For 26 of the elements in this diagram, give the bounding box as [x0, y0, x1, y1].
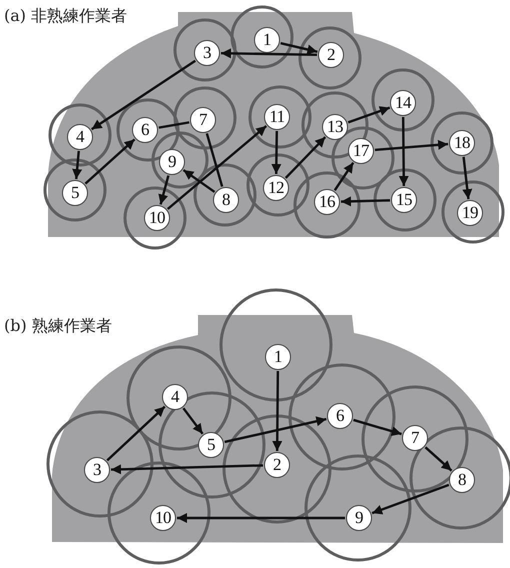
arrow	[271, 130, 282, 174]
arrow	[224, 416, 327, 444]
arrow	[334, 162, 354, 192]
arrow	[72, 150, 82, 180]
arrow	[91, 60, 196, 130]
arrow	[424, 446, 452, 472]
arrow	[182, 169, 216, 193]
arrow	[166, 125, 268, 210]
arrow	[340, 196, 390, 206]
arrow	[280, 42, 318, 54]
arrow	[182, 407, 204, 435]
arrow	[272, 370, 282, 452]
arrow	[177, 513, 345, 523]
arrow	[220, 48, 318, 58]
arrow	[374, 140, 448, 152]
arrow	[284, 136, 326, 179]
panel-heading: (a) 非熟練作業者	[4, 6, 128, 27]
arrow	[398, 116, 409, 186]
arrow	[84, 138, 136, 185]
arrow	[462, 156, 472, 200]
arrow	[106, 406, 166, 462]
arrow	[158, 175, 170, 205]
arrow	[372, 484, 450, 514]
arrow	[110, 464, 264, 474]
arrow	[348, 106, 390, 124]
panel-heading: (b) 熟練作業者	[4, 316, 112, 337]
